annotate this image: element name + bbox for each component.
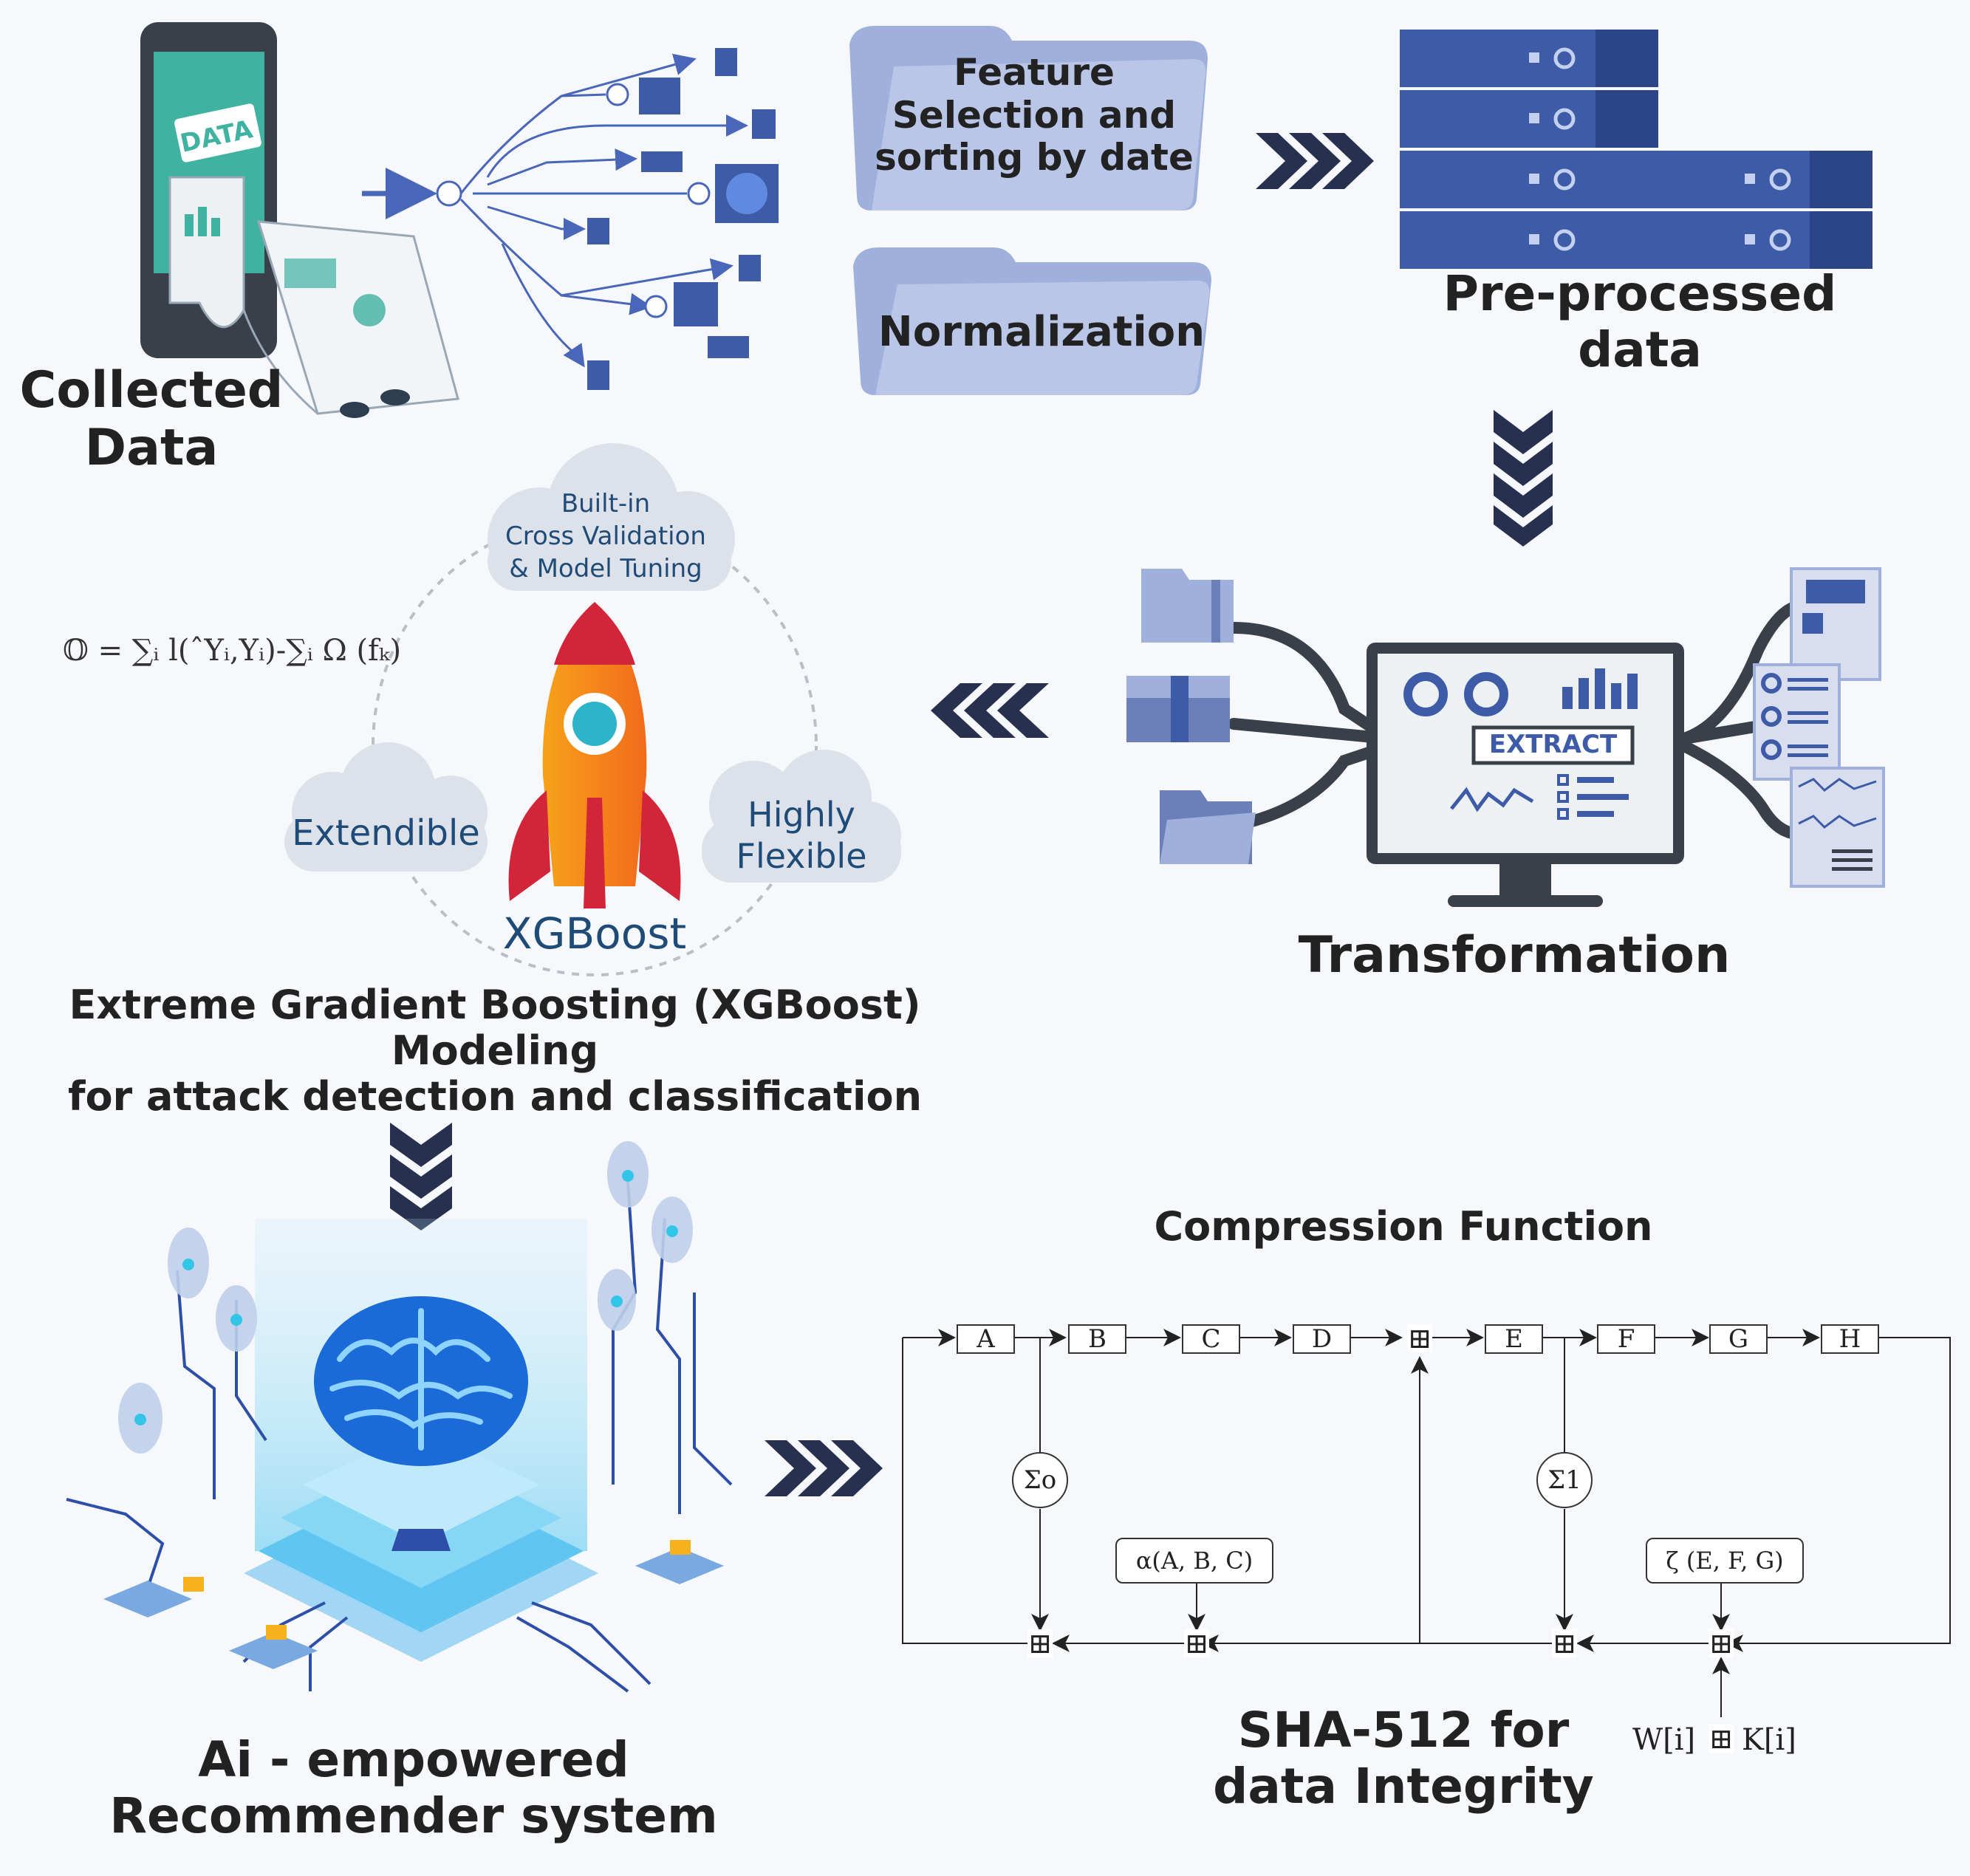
- register-g: G: [1709, 1324, 1768, 1354]
- adder-bottom-1: ⊞: [1027, 1627, 1053, 1660]
- chevron-arrow-down-left: [390, 1123, 452, 1230]
- compression-title: Compression Function: [1154, 1203, 1653, 1250]
- extract-label: EXTRACT: [1488, 730, 1618, 759]
- xgboost-illustration: [284, 443, 901, 976]
- adder-bottom-4: ⊞: [1709, 1627, 1734, 1660]
- transformation-illustration: [1126, 567, 1885, 907]
- xgboost-objective-formula: 𝕆 = ∑ᵢ l(ˆYᵢ,Yᵢ)-∑ᵢ Ω (fₖ): [63, 634, 402, 668]
- register-e: E: [1485, 1324, 1543, 1354]
- register-a: A: [957, 1324, 1015, 1354]
- xgboost-title: Extreme Gradient Boosting (XGBoost) Mode…: [67, 982, 923, 1120]
- normalization-label: Normalization: [878, 308, 1205, 356]
- majority-function: α(A, B, C): [1115, 1538, 1273, 1584]
- xgboost-name: XGBoost: [502, 908, 687, 959]
- cloud-right-label: Highly Flexible: [736, 795, 867, 877]
- register-c: C: [1182, 1324, 1240, 1354]
- normalization-folder: [853, 247, 1211, 395]
- register-b: B: [1068, 1324, 1126, 1354]
- phone-illustration: [140, 22, 459, 418]
- register-f: F: [1597, 1324, 1655, 1354]
- data-branch-tree: [362, 53, 748, 368]
- server-stack-icon: [1400, 30, 1872, 269]
- sigma0-node: Σo: [1012, 1452, 1068, 1508]
- transformation-label: Transformation: [1298, 926, 1731, 985]
- tree-leaf-icons: [587, 48, 779, 390]
- preprocessed-label: Pre-processed data: [1443, 265, 1837, 378]
- adder-bottom-3: ⊞: [1552, 1627, 1577, 1660]
- ai-brain-illustration: [66, 1141, 733, 1693]
- w-input-label: W[i]: [1632, 1723, 1696, 1757]
- sha512-label: SHA-512 for data Integrity: [1213, 1702, 1594, 1815]
- sigma1-node: Σ1: [1536, 1452, 1593, 1508]
- chevron-arrow-left: [931, 683, 1049, 738]
- adder-bottom-2: ⊞: [1184, 1627, 1209, 1660]
- register-d: D: [1293, 1324, 1351, 1354]
- chevron-arrow-right-bottom: [765, 1440, 883, 1496]
- adder-top: ⊞: [1407, 1322, 1432, 1355]
- chevron-arrow-right-top: [1256, 133, 1374, 189]
- cloud-top-label: Built-in Cross Validation & Model Tuning: [505, 489, 706, 584]
- collected-data-label: Collected Data: [19, 361, 284, 478]
- choice-function: ζ (E, F, G): [1646, 1538, 1804, 1584]
- feature-selection-folder: [849, 26, 1208, 210]
- adder-wk: ⊞: [1709, 1722, 1734, 1755]
- cloud-left-label: Extendible: [292, 812, 480, 854]
- compression-wiring: [902, 1329, 1951, 1717]
- feature-selection-label: Feature Selection and sorting by date: [875, 51, 1194, 179]
- chevron-arrow-down-right: [1494, 410, 1553, 547]
- recommender-label: Ai - empowered Recommender system: [109, 1731, 718, 1844]
- k-input-label: K[i]: [1742, 1723, 1796, 1757]
- register-h: H: [1821, 1324, 1879, 1354]
